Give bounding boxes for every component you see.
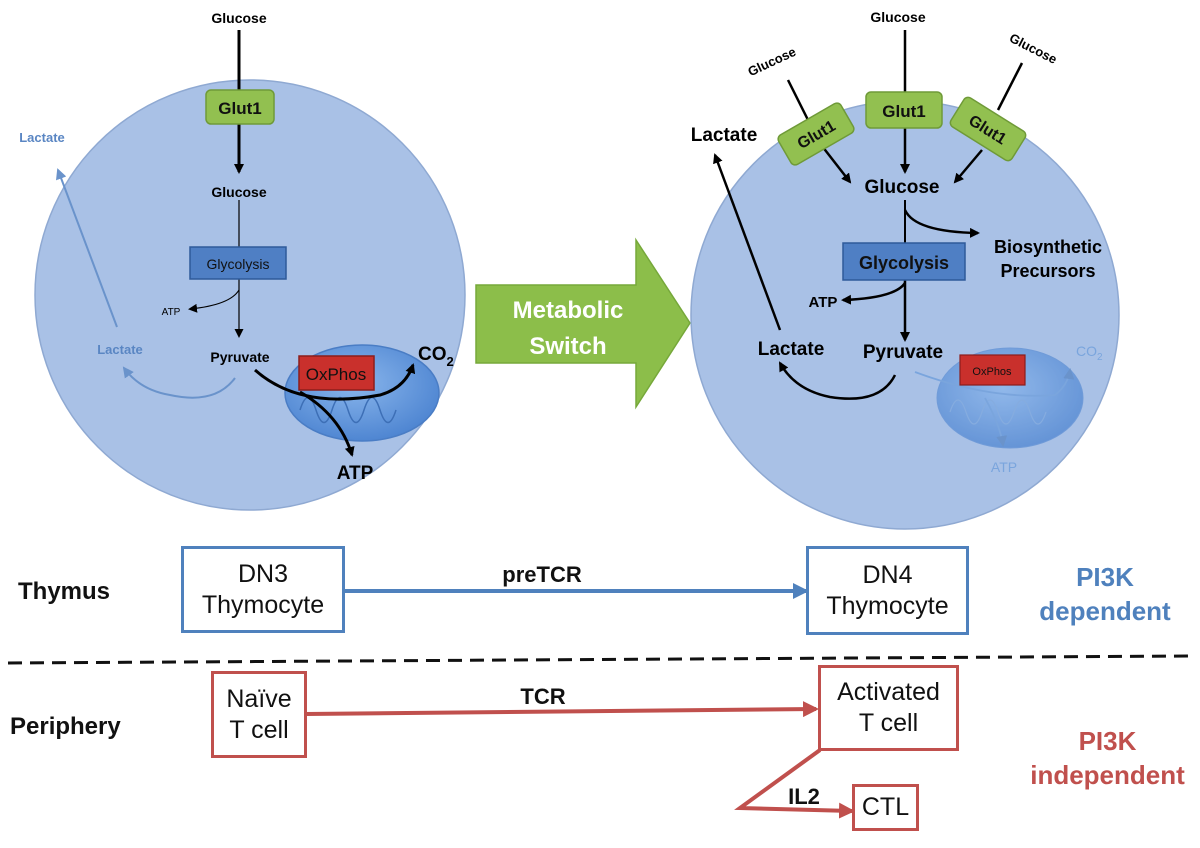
left-pyruvate-label: Pyruvate [210,349,269,365]
left-glycolysis-label: Glycolysis [206,256,269,272]
dn3-line1: DN3 [237,559,288,588]
il2-label: IL2 [788,784,820,809]
left-glut1-box: Glut1 [205,89,275,125]
dn3-line2: Thymocyte [201,590,325,619]
left-lactate-inside-label: Lactate [97,342,143,357]
left-glucose-in-label: Glucose [211,10,266,26]
activated-line2: T cell [858,709,919,737]
dn4-line1: DN4 [862,560,913,589]
right-atp-oxphos-label: ATP [991,459,1017,475]
periphery-arrow: TCR [305,684,819,718]
right-lactate-inside-label: Lactate [758,339,825,360]
right-oxphos-box: OxPhos [959,354,1026,386]
left-atp-glycolysis-label: ATP [162,307,181,318]
ctl-label: CTL [861,793,910,821]
right-co2-label: CO2 [1076,343,1103,363]
activated-line1: Activated [837,678,940,706]
right-lactate-outside-label: Lactate [691,125,758,146]
pi3k-independent-line1: PI3K [1078,726,1137,756]
left-oxphos-box: OxPhos [298,355,375,391]
naive-line1: Naïve [226,684,292,713]
left-glucose-inside-label: Glucose [211,184,266,200]
dn4-thymocyte-box: DN4 Thymocyte [806,546,969,635]
dn3-thymocyte-box: DN3 Thymocyte [181,546,345,633]
pi3k-dependent-line2: dependent [1039,596,1171,626]
activated-t-cell-box: Activated T cell [818,665,959,751]
dn4-line2: Thymocyte [826,591,949,620]
right-biosynthetic-line2: Precursors [1000,261,1095,281]
right-oxphos-label: OxPhos [972,366,1012,378]
right-atp-glycolysis-label: ATP [809,294,838,311]
thymus-label: Thymus [18,578,111,605]
right-pyruvate-label: Pyruvate [863,342,943,363]
left-atp-oxphos-label: ATP [337,463,374,484]
right-glucose-inside-label: Glucose [865,177,940,198]
switch-line2: Switch [529,333,606,360]
naive-line2: T cell [229,715,289,744]
naive-t-cell-box: Naïve T cell [211,671,307,758]
right-glucose-top-label: Glucose [870,9,925,25]
tcr-label: TCR [520,684,565,709]
pi3k-independent-line2: independent [1030,760,1185,790]
left-cell: Glut1 Glycolysis OxPhos Glucose Glucose … [19,10,466,511]
left-oxphos-label: OxPhos [306,365,366,384]
ctl-box: CTL [852,784,919,831]
right-glut1-center-box: Glut1 [865,91,943,129]
pi3k-dependent-line1: PI3K [1076,562,1134,592]
pi3k-independent-label: PI3K independent [1025,724,1190,792]
right-cell: Glut1 Glut1 Glut1 Glycolysis OxPhos Gluc… [690,9,1120,530]
left-lactate-outside-label: Lactate [19,130,65,145]
left-cell-body [34,79,466,511]
right-glycolysis-box: Glycolysis [842,242,966,281]
right-glucose-left-label: Glucose [745,44,798,79]
left-co2-label: CO2 [418,344,454,369]
right-glut1-center-label: Glut1 [882,102,925,121]
left-glut1-label: Glut1 [218,99,261,118]
switch-line1: Metabolic [513,297,624,324]
right-biosynthetic-line1: Biosynthetic [994,237,1102,257]
right-glucose-right-label: Glucose [1007,30,1060,67]
left-glycolysis-box: Glycolysis [189,246,287,280]
metabolic-switch-arrow: Metabolic Switch [475,237,691,410]
il2-arrow: IL2 [734,748,855,819]
right-glut1-right-box: Glut1 [949,96,1027,162]
thymus-arrow: preTCR [345,562,809,599]
section-divider [7,654,1193,665]
periphery-label: Periphery [10,713,121,740]
right-glycolysis-label: Glycolysis [859,253,949,273]
pretcr-label: preTCR [502,562,582,587]
pi3k-dependent-label: PI3K dependent [1030,560,1180,628]
